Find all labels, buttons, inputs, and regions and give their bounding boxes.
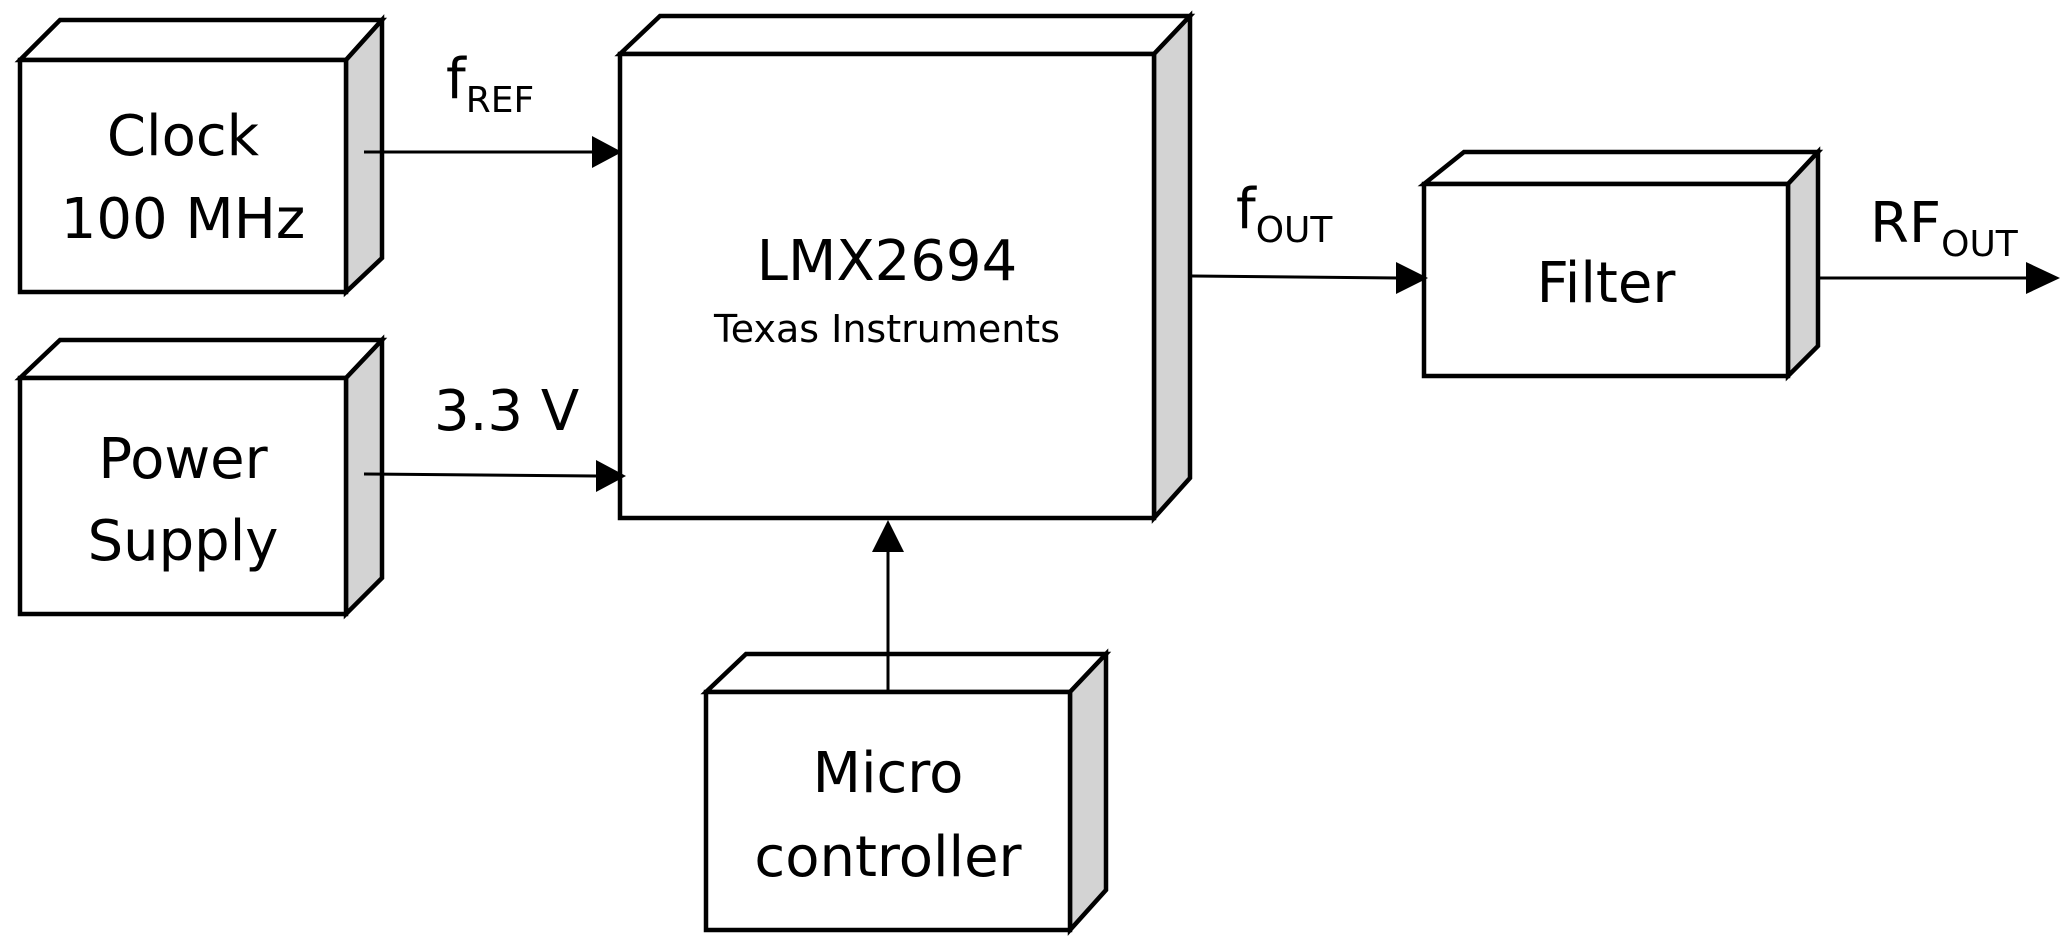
rf-output-arrowhead	[2026, 262, 2060, 294]
pll-chip-block-top	[614, 13, 1196, 57]
reference-signal-label: fREF	[446, 47, 534, 121]
power-supply-block-side	[343, 334, 385, 620]
pll-output-arrowhead	[1396, 262, 1428, 294]
filter-label: Filter	[1537, 251, 1677, 316]
microcontroller-block-side	[1067, 648, 1109, 936]
reference-signal-subscript: REF	[466, 80, 534, 121]
control-connector	[872, 520, 904, 692]
power-supply-label-line2: Supply	[88, 509, 279, 574]
rf-output-signal-subscript: OUT	[1941, 224, 2019, 265]
microcontroller-label-line2: controller	[754, 825, 1022, 890]
microcontroller-block-face	[703, 689, 1073, 933]
pll-chip-block-face	[617, 51, 1157, 521]
filter-block: Filter	[1417, 146, 1824, 382]
control-arrowhead	[872, 520, 904, 552]
reference-signal-symbol: f	[446, 47, 467, 112]
pll-output-connector	[1191, 262, 1428, 294]
clock-label: Clock	[107, 104, 260, 169]
supply-voltage-wire	[363, 472, 597, 478]
rf-output-signal-symbol: RF	[1870, 191, 1941, 256]
microcontroller-block: Micro controller	[700, 648, 1112, 936]
pll-output-wire	[1191, 274, 1399, 280]
clock-frequency-label: 100 MHz	[61, 187, 306, 252]
reference-clock-arrowhead	[592, 136, 622, 168]
clock-block: Clock 100 MHz	[14, 14, 388, 298]
pll-chip-manufacturer: Texas Instruments	[713, 307, 1060, 351]
filter-block-side	[1785, 146, 1821, 382]
reference-clock-connector	[364, 136, 622, 168]
rf-output-connector	[1820, 262, 2060, 294]
power-supply-block-top	[14, 337, 388, 381]
pll-output-signal-subscript: OUT	[1256, 210, 1334, 251]
microcontroller-label-line1: Micro	[813, 741, 964, 806]
rf-output-signal-label: RFOUT	[1870, 191, 2019, 265]
filter-block-face	[1421, 181, 1791, 379]
power-supply-label-line1: Power	[98, 427, 268, 492]
clock-block-face	[17, 57, 349, 295]
power-supply-block-face	[17, 375, 349, 617]
clock-block-side	[343, 14, 385, 298]
power-supply-block: Power Supply	[14, 334, 388, 620]
pll-chip-block-side	[1151, 10, 1193, 524]
pll-output-signal-label: fOUT	[1236, 177, 1333, 251]
supply-voltage-label: 3.3 V	[434, 379, 579, 444]
pll-chip-part-number: LMX2694	[757, 229, 1017, 294]
pll-output-signal-symbol: f	[1236, 177, 1257, 242]
filter-block-top	[1417, 149, 1824, 187]
pll-chip-block: LMX2694 Texas Instruments	[614, 10, 1196, 524]
clock-block-top	[14, 17, 388, 63]
microcontroller-block-top	[700, 651, 1112, 695]
supply-voltage-connector	[363, 460, 626, 492]
supply-voltage-arrowhead	[596, 460, 626, 492]
